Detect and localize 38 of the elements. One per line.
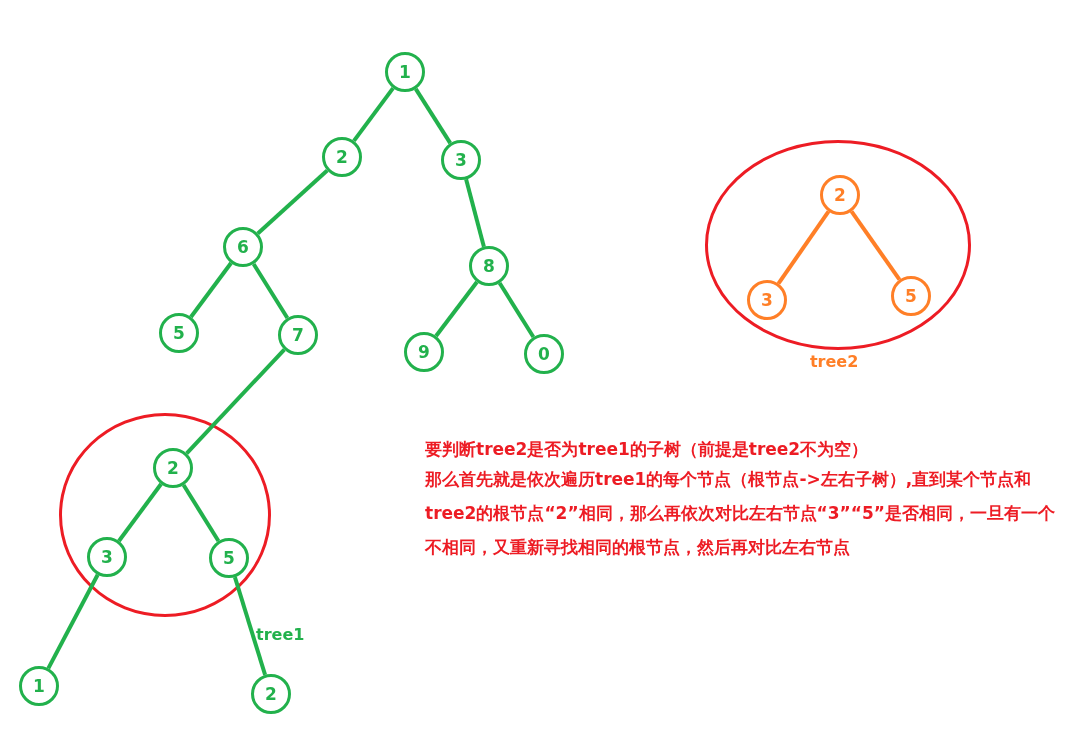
tree-edge xyxy=(251,262,290,320)
tree-edge xyxy=(46,573,100,670)
tree-node: 1 xyxy=(385,52,425,92)
tree-edge xyxy=(464,178,486,248)
tree-node: 3 xyxy=(87,537,127,577)
tree-node: 8 xyxy=(469,246,509,286)
tree-edge xyxy=(434,280,479,338)
tree-edge xyxy=(414,87,452,145)
tree-edge xyxy=(352,86,395,143)
tree-node: 5 xyxy=(159,313,199,353)
tree-edge xyxy=(189,261,233,319)
tree-node: 5 xyxy=(891,276,931,316)
tree-node: 0 xyxy=(524,334,564,374)
tree-edge xyxy=(849,210,902,281)
highlight-circle xyxy=(59,413,271,617)
tree-node: 2 xyxy=(251,674,291,714)
tree-node: 6 xyxy=(223,227,263,267)
tree-edge xyxy=(256,168,329,236)
tree-node: 1 xyxy=(19,666,59,706)
tree-edge xyxy=(117,482,163,543)
tree-node: 2 xyxy=(820,175,860,215)
tree-node: 9 xyxy=(404,332,444,372)
tree-node: 5 xyxy=(209,538,249,578)
tree-edge xyxy=(185,348,286,455)
tree-edge xyxy=(776,210,831,285)
tree-node: 3 xyxy=(747,280,787,320)
tree-edge xyxy=(233,576,267,676)
tree-label: tree1 xyxy=(256,624,305,646)
tree-node: 2 xyxy=(153,448,193,488)
tree-node: 7 xyxy=(278,315,318,355)
description-paragraph: 那么首先就是依次遍历tree1的每个节点（根节点->左右子树）,直到某个节点和tree2的根节点“2”相同，那么再依次对比左右节点“3”“5”是否相同，一旦有一个不相同，又重新寻找相同的根节点，然后再对比左右节点 xyxy=(425,468,1055,559)
tree-node: 3 xyxy=(441,140,481,180)
tree-label: tree2 xyxy=(809,351,859,371)
tree-edge xyxy=(497,281,536,339)
description-heading: 要判断tree2是否为tree1的子树（前提是tree2不为空） xyxy=(425,438,869,461)
highlight-circle xyxy=(705,140,971,350)
tree-node: 2 xyxy=(322,137,362,177)
tree-edge xyxy=(181,483,221,543)
